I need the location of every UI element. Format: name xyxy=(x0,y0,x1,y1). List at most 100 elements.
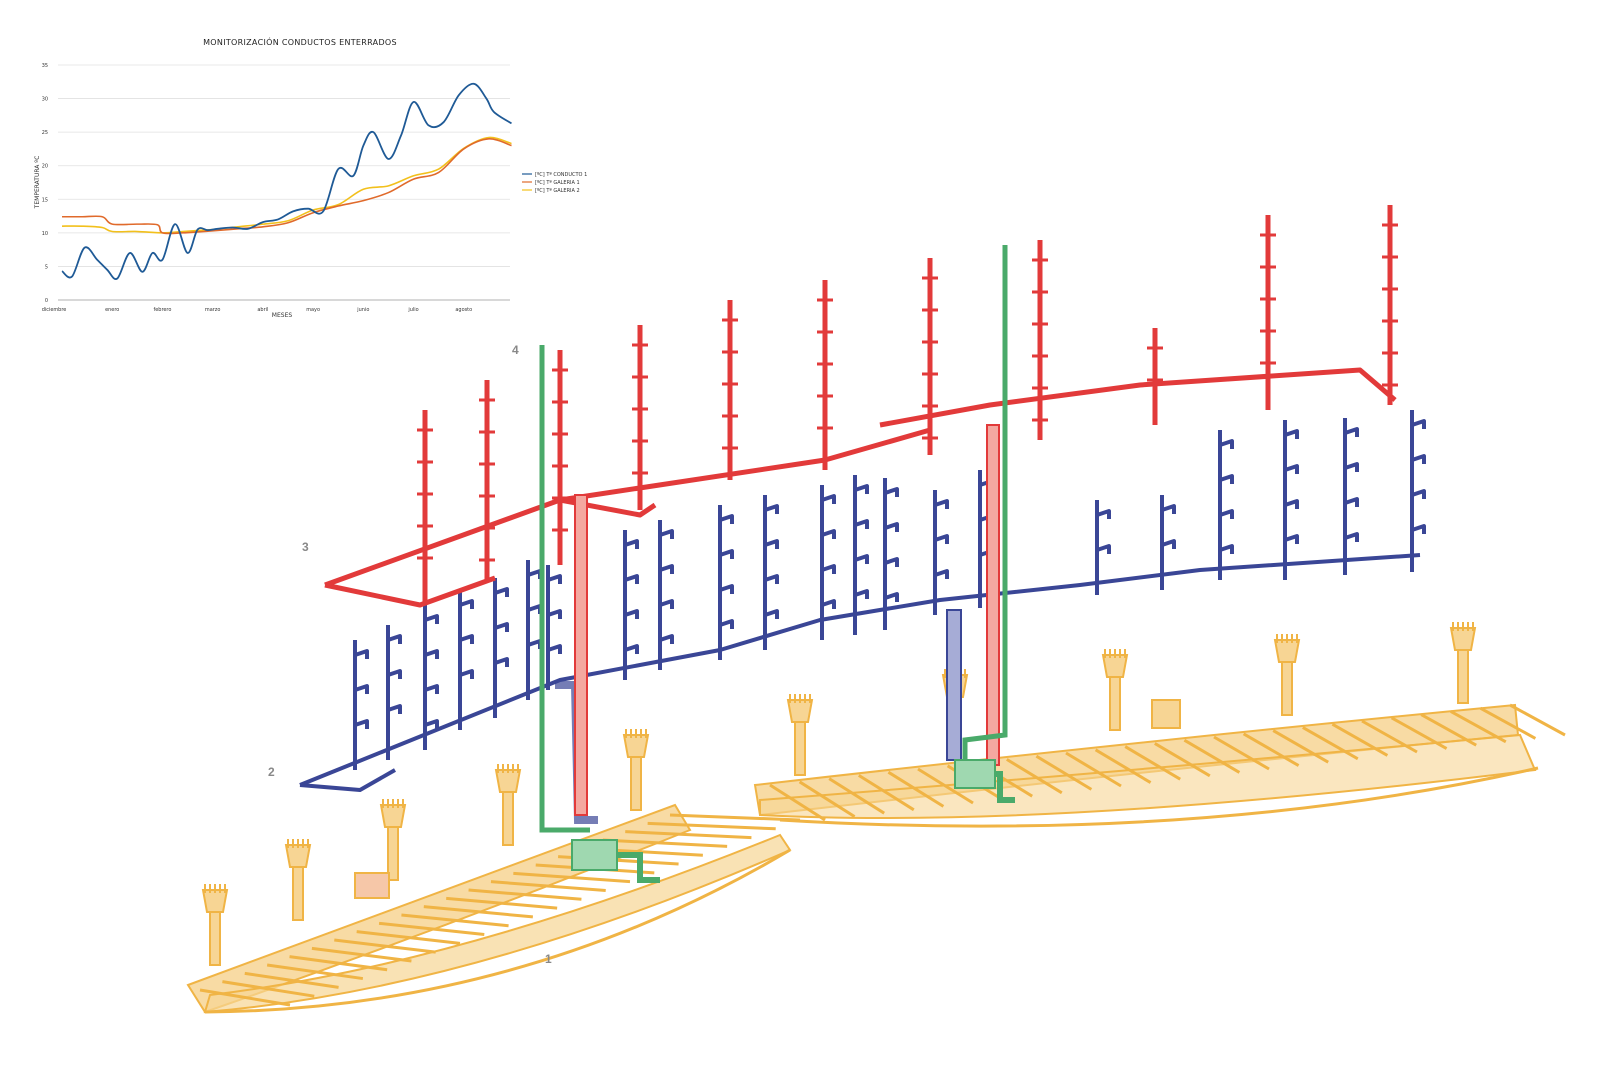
x-axis-title: MESES xyxy=(272,312,293,319)
y-tick-label: 0 xyxy=(45,298,48,304)
galeria-rung xyxy=(1390,716,1448,750)
vent-head xyxy=(494,769,522,793)
blue-branch xyxy=(494,657,509,667)
blue-branch xyxy=(719,584,734,594)
legend-label: [ºC] Tª CONDUCTO 1 xyxy=(535,172,587,178)
blue-branch xyxy=(659,634,674,644)
blue-branch xyxy=(659,529,674,539)
galeria-box xyxy=(1151,699,1181,729)
blue-branch xyxy=(1219,439,1234,449)
vent-tower xyxy=(292,864,304,921)
blue-branch xyxy=(547,574,562,584)
blue-branch xyxy=(854,589,869,599)
vent-tower xyxy=(502,789,514,846)
x-tick-label: agosto xyxy=(455,307,472,313)
diagram-label-2: 2 xyxy=(268,765,275,779)
galeria-rung xyxy=(289,955,388,972)
vent-head xyxy=(379,804,407,828)
galeria-rung xyxy=(222,980,315,998)
red-vertical-duct xyxy=(986,424,1000,766)
vent-head xyxy=(622,734,650,758)
vent-tower xyxy=(209,909,221,966)
blue-branch xyxy=(821,599,836,609)
galeria-rung xyxy=(1479,706,1537,740)
blue-branch xyxy=(1344,427,1359,437)
series-line xyxy=(61,82,512,280)
galeria-rung xyxy=(1154,742,1211,778)
blue-branch xyxy=(624,609,639,619)
blue-branch xyxy=(624,644,639,654)
galeria-rung xyxy=(625,830,752,840)
blue-branch xyxy=(1161,539,1176,549)
red-vertical-duct xyxy=(574,494,588,816)
y-tick-label: 5 xyxy=(45,264,48,270)
galeria-rung xyxy=(266,963,364,981)
galeria-rung xyxy=(798,780,856,818)
vent-tower xyxy=(1281,659,1293,716)
blue-branch xyxy=(854,519,869,529)
galeria-rung xyxy=(1242,732,1300,767)
blue-branch xyxy=(884,487,899,497)
blue-branch xyxy=(1344,462,1359,472)
chart-legend: [ºC] Tª CONDUCTO 1 [ºC] Tª GALERIA 1 [ºC] … xyxy=(522,172,587,194)
red-duct xyxy=(879,367,1397,428)
blue-branch xyxy=(624,574,639,584)
blue-branch xyxy=(659,599,674,609)
blue-branch xyxy=(1161,504,1176,514)
y-tick-label: 20 xyxy=(42,164,48,170)
blue-branch xyxy=(424,719,439,729)
vent-head xyxy=(1449,627,1477,651)
blue-branch xyxy=(354,649,369,659)
vent-tower xyxy=(630,754,642,811)
vent-head xyxy=(786,699,814,723)
blue-branch xyxy=(821,494,836,504)
galeria-rung xyxy=(1331,722,1389,757)
legend-label: [ºC] Tª GALERIA 1 xyxy=(535,180,580,186)
galeria-rung xyxy=(647,821,776,831)
galeria-structure xyxy=(186,622,1566,1014)
chart-series xyxy=(61,82,512,280)
y-axis-title: TEMPERATURA ºC xyxy=(34,156,41,210)
blue-duct-network xyxy=(299,410,1426,824)
series-line xyxy=(62,136,512,234)
galeria-rung xyxy=(401,913,509,928)
galeria-rung xyxy=(917,767,974,805)
x-tick-label: junio xyxy=(356,307,369,313)
blue-branch xyxy=(387,704,402,714)
temperature-chart: MONITORIZACIÓN CONDUCTOS ENTERRADOS 0 5 10… xyxy=(34,36,587,319)
blue-branch xyxy=(1219,544,1234,554)
y-tick-label: 10 xyxy=(42,231,48,237)
galeria-rung xyxy=(1450,710,1507,744)
galeria-rung xyxy=(490,880,606,892)
x-tick-label: diciembre xyxy=(42,307,67,313)
blue-branch xyxy=(459,599,474,609)
blue-branch xyxy=(387,669,402,679)
galeria-rung xyxy=(446,896,558,910)
galeria-rung xyxy=(513,871,631,884)
blue-branch xyxy=(854,484,869,494)
blue-branch xyxy=(934,534,949,544)
vent-head xyxy=(284,844,312,868)
galeria-rung xyxy=(244,971,339,989)
blue-branch xyxy=(719,514,734,524)
galeria-edge-left xyxy=(204,848,791,1014)
chart-title: MONITORIZACIÓN CONDUCTOS ENTERRADOS xyxy=(203,36,397,47)
blue-branch xyxy=(1096,509,1111,519)
legend-label: [ºC] Tª GALERIA 2 xyxy=(535,188,580,194)
galeria-rung xyxy=(858,774,915,812)
blue-branch xyxy=(854,554,869,564)
blue-branch xyxy=(821,529,836,539)
chart-grid xyxy=(58,64,510,301)
vent-tower xyxy=(1109,674,1121,731)
galeria-rung xyxy=(468,888,582,901)
galeria-rung xyxy=(334,938,436,954)
galeria-rung xyxy=(769,783,826,822)
blue-branch xyxy=(764,539,779,549)
galeria-rung xyxy=(1361,719,1418,754)
blue-branch xyxy=(494,622,509,632)
galeria-rung xyxy=(378,921,485,937)
vent-tower xyxy=(794,719,806,776)
green-outlet xyxy=(617,852,660,883)
